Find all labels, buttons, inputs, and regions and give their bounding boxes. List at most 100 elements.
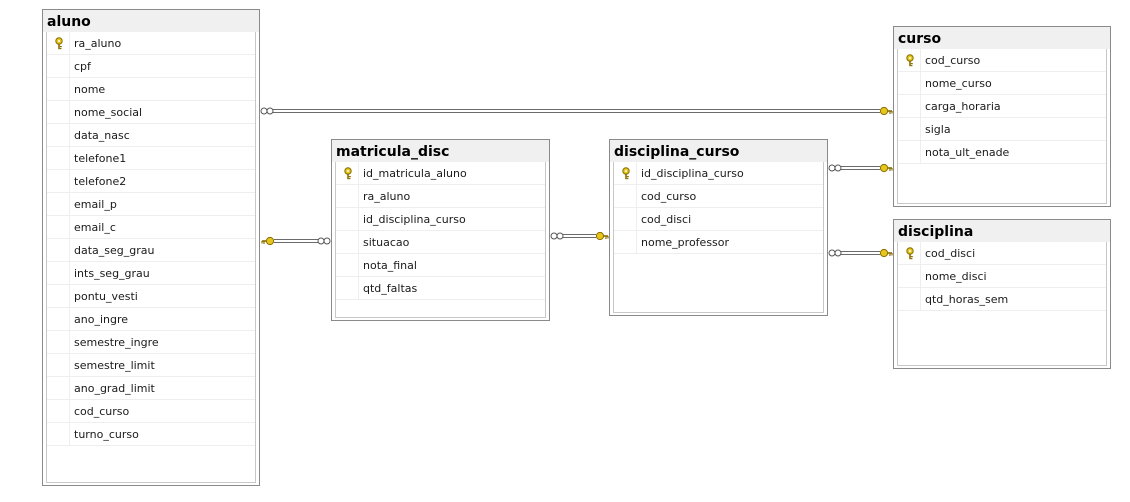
column-name: turno_curso	[74, 428, 139, 441]
row-gutter	[898, 72, 921, 94]
column-row[interactable]: qtd_horas_sem	[898, 288, 1106, 311]
row-gutter	[47, 193, 70, 215]
primary-key-icon	[55, 37, 63, 50]
column-row[interactable]: ano_grad_limit	[47, 377, 255, 400]
column-row[interactable]: cod_disci	[898, 242, 1106, 265]
row-gutter	[336, 254, 359, 276]
column-row[interactable]: cod_curso	[898, 49, 1106, 72]
column-row[interactable]: email_c	[47, 216, 255, 239]
column-row[interactable]: semestre_limit	[47, 354, 255, 377]
column-name: cod_disci	[925, 247, 976, 260]
row-gutter	[47, 239, 70, 261]
column-name: id_disciplina_curso	[363, 213, 466, 226]
column-name: nome_disci	[925, 270, 987, 283]
column-name: qtd_horas_sem	[925, 293, 1009, 306]
row-gutter	[47, 262, 70, 284]
column-row[interactable]: sigla	[898, 118, 1106, 141]
column-row[interactable]: ints_seg_grau	[47, 262, 255, 285]
table-title: disciplina_curso	[610, 140, 827, 162]
row-gutter	[47, 147, 70, 169]
column-row[interactable]: data_seg_grau	[47, 239, 255, 262]
column-name: email_p	[74, 198, 117, 211]
row-gutter	[614, 208, 637, 230]
column-row[interactable]: carga_horaria	[898, 95, 1106, 118]
column-row[interactable]: cpf	[47, 55, 255, 78]
many-end-infinity-icon	[828, 249, 842, 257]
column-row[interactable]: id_disciplina_curso	[336, 208, 545, 231]
table-disciplina-curso[interactable]: disciplina_curso id_disciplina_curso cod_…	[609, 139, 828, 316]
column-name: ra_aluno	[74, 37, 122, 50]
column-row[interactable]: situacao	[336, 231, 545, 254]
column-row[interactable]: nome_professor	[614, 231, 823, 254]
column-row[interactable]: ra_aluno	[47, 32, 255, 55]
column-row[interactable]: qtd_faltas	[336, 277, 545, 300]
column-name: cod_curso	[925, 54, 981, 67]
column-name: pontu_vesti	[74, 290, 138, 303]
table-title: disciplina	[894, 220, 1110, 242]
primary-key-icon	[906, 247, 914, 260]
row-gutter	[47, 377, 70, 399]
row-gutter	[47, 32, 70, 54]
relationship-matricula-aluno	[261, 236, 331, 246]
primary-key-icon	[344, 167, 352, 180]
column-row[interactable]: ano_ingre	[47, 308, 255, 331]
column-row[interactable]: nome_curso	[898, 72, 1106, 95]
column-row[interactable]: nome_social	[47, 101, 255, 124]
row-gutter	[47, 124, 70, 146]
column-row[interactable]: id_disciplina_curso	[614, 162, 823, 185]
row-gutter	[336, 208, 359, 230]
column-row[interactable]: turno_curso	[47, 423, 255, 446]
column-name: telefone2	[74, 175, 127, 188]
column-row[interactable]: semestre_ingre	[47, 331, 255, 354]
relationship-disciplina-curso-disciplina	[828, 248, 893, 258]
column-row[interactable]: email_p	[47, 193, 255, 216]
row-gutter	[47, 400, 70, 422]
column-row[interactable]: cod_disci	[614, 208, 823, 231]
table-matricula-disc[interactable]: matricula_disc id_matricula_aluno ra_alun…	[331, 139, 550, 321]
column-list: cod_disci nome_disci qtd_horas_sem	[897, 242, 1107, 366]
row-gutter	[614, 162, 637, 184]
column-row[interactable]: telefone1	[47, 147, 255, 170]
column-name: id_matricula_aluno	[363, 167, 467, 180]
primary-key-icon	[906, 54, 914, 67]
column-row[interactable]: telefone2	[47, 170, 255, 193]
column-row[interactable]: cod_curso	[614, 185, 823, 208]
column-name: data_nasc	[74, 129, 130, 142]
column-name: ano_ingre	[74, 313, 129, 326]
column-name: semestre_ingre	[74, 336, 159, 349]
many-end-infinity-icon	[260, 107, 274, 115]
row-gutter	[47, 170, 70, 192]
row-gutter	[898, 288, 921, 310]
table-title: matricula_disc	[332, 140, 549, 162]
column-name: situacao	[363, 236, 410, 249]
column-name: id_disciplina_curso	[641, 167, 744, 180]
column-name: telefone1	[74, 152, 127, 165]
column-name: ints_seg_grau	[74, 267, 150, 280]
many-end-infinity-icon	[828, 164, 842, 172]
column-name: qtd_faltas	[363, 282, 418, 295]
column-list: id_matricula_aluno ra_aluno id_disciplina_…	[335, 162, 546, 318]
column-row[interactable]: nota_ult_enade	[898, 141, 1106, 164]
column-name: nome_curso	[925, 77, 992, 90]
column-row[interactable]: nome_disci	[898, 265, 1106, 288]
column-name: cod_curso	[641, 190, 697, 203]
column-name: ra_aluno	[363, 190, 411, 203]
relationship-matricula-disciplina-curso	[550, 231, 609, 241]
column-row[interactable]: id_matricula_aluno	[336, 162, 545, 185]
column-row[interactable]: nome	[47, 78, 255, 101]
column-row[interactable]: cod_curso	[47, 400, 255, 423]
column-name: cod_curso	[74, 405, 130, 418]
column-row[interactable]: ra_aluno	[336, 185, 545, 208]
one-end-key-icon	[595, 231, 609, 241]
table-disciplina[interactable]: disciplina cod_disci nome_disci qtd_horas_…	[893, 219, 1111, 369]
column-row[interactable]: nota_final	[336, 254, 545, 277]
column-row[interactable]: data_nasc	[47, 124, 255, 147]
column-row[interactable]: pontu_vesti	[47, 285, 255, 308]
column-name: nome	[74, 83, 106, 96]
